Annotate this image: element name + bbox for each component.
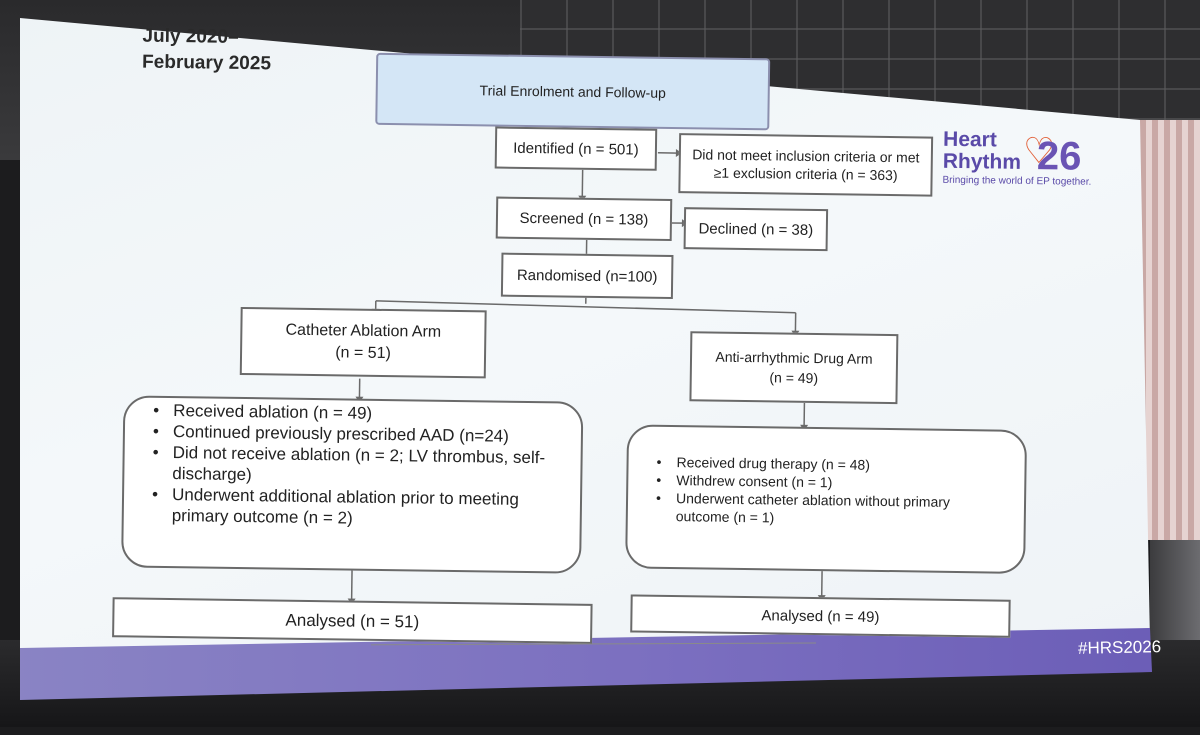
flow-title: Trial Enrolment and Follow-up	[479, 81, 665, 103]
drug-analysed-box: Analysed (n = 49)	[630, 594, 1010, 637]
identified-text: Identified (n = 501)	[513, 138, 639, 159]
identified-box: Identified (n = 501)	[495, 127, 658, 171]
randomised-text: Randomised (n=100)	[517, 265, 658, 286]
ablation-detail-item: Underwent additional ablation prior to m…	[144, 484, 561, 532]
excluded-text: Did not meet inclusion criteria or met ≥…	[689, 145, 923, 184]
drug-details-list: Received drug therapy (n = 48) Withdrew …	[648, 453, 1005, 530]
screened-box: Screened (n = 138)	[496, 197, 673, 241]
ablation-arm-box: Catheter Ablation Arm (n = 51)	[240, 307, 487, 378]
heart-rhythm-logo: Heart Rhythm ♡ 26 Bringing the world of …	[942, 129, 1123, 189]
logo-number: 26	[1037, 134, 1082, 180]
drug-arm-box: Anti-arrhythmic Drug Arm (n = 49)	[689, 331, 898, 404]
randomised-box: Randomised (n=100)	[501, 253, 674, 299]
drug-details-box: Received drug therapy (n = 48) Withdrew …	[625, 424, 1027, 574]
ablation-arm-n: (n = 51)	[335, 342, 391, 365]
drug-detail-item: Underwent catheter ablation without prim…	[648, 489, 1004, 530]
ablation-arm-title: Catheter Ablation Arm	[285, 320, 441, 344]
ablation-details-list: Received ablation (n = 49) Continued pre…	[144, 400, 562, 532]
ablation-analysed-text: Analysed (n = 51)	[285, 610, 419, 631]
ablation-analysed-box: Analysed (n = 51)	[112, 597, 593, 644]
drug-arm-title: Anti-arrhythmic Drug Arm	[715, 347, 872, 369]
ablation-detail-item: Did not receive ablation (n = 2; LV thro…	[144, 442, 561, 490]
declined-text: Declined (n = 38)	[698, 219, 813, 240]
drug-analysed-text: Analysed (n = 49)	[761, 606, 879, 627]
declined-box: Declined (n = 38)	[684, 207, 829, 251]
ablation-details-box: Received ablation (n = 49) Continued pre…	[121, 395, 583, 573]
drug-arm-n: (n = 49)	[769, 367, 818, 388]
flow-title-box: Trial Enrolment and Follow-up	[375, 53, 770, 130]
screened-text: Screened (n = 138)	[519, 208, 648, 229]
excluded-box: Did not meet inclusion criteria or met ≥…	[678, 133, 933, 197]
